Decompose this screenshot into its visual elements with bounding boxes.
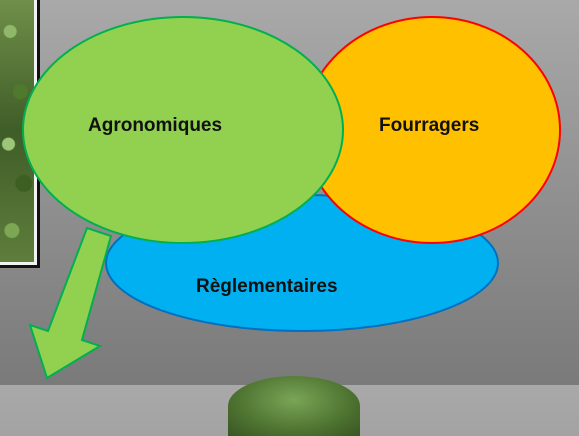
bottom-photo: [228, 376, 360, 436]
label-agronomiques: Agronomiques: [88, 115, 223, 136]
agronomiques-ellipse: [22, 16, 344, 244]
label-fourragers: Fourragers: [379, 115, 480, 136]
venn-diagram: [22, 16, 561, 380]
down-left-arrow: [28, 226, 113, 380]
label-reglementaires: Règlementaires: [196, 276, 338, 297]
